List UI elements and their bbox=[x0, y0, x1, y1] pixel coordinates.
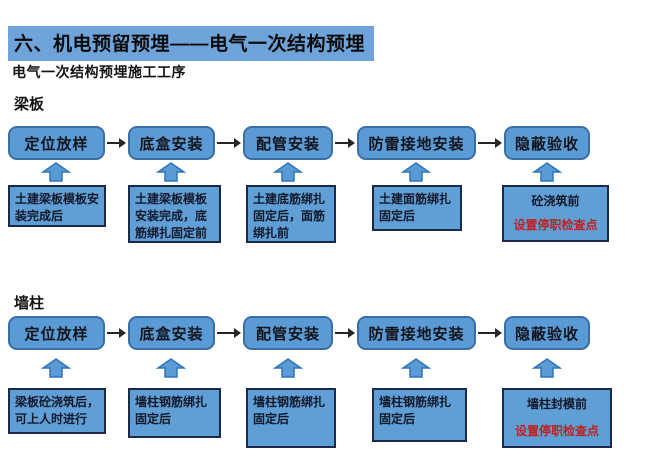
flow-step-box: 隐蔽验收 bbox=[504, 126, 590, 160]
up-arrow-icon bbox=[41, 358, 71, 378]
hold-point-text: 设置停职检查点 bbox=[513, 218, 598, 233]
right-arrow-icon bbox=[217, 137, 241, 149]
flow-step-box: 防雷接地安装 bbox=[357, 126, 476, 160]
up-arrow-icon bbox=[532, 162, 562, 182]
note-text: 墙柱钢筋绑扎固定后 bbox=[135, 395, 208, 426]
up-arrow-icon bbox=[41, 162, 71, 182]
hold-point-text: 设置停职检查点 bbox=[514, 424, 599, 439]
right-arrow-icon bbox=[478, 327, 502, 339]
note-box: 墙柱钢筋绑扎固定后 bbox=[128, 388, 221, 438]
note-box-hold-point: 砼浇筑前 设置停职检查点 bbox=[502, 185, 609, 242]
up-arrow-icon bbox=[401, 358, 431, 378]
note-text: 土建底筋绑扎固定后，面筋绑扎前 bbox=[253, 192, 326, 240]
note-box: 梁板砼浇筑后，可上人时进行 bbox=[8, 388, 106, 434]
note-text: 墙柱钢筋绑扎固定后 bbox=[253, 395, 326, 426]
note-box: 墙柱钢筋绑扎固定后 bbox=[246, 388, 336, 448]
section-label-liangban: 梁板 bbox=[14, 96, 45, 113]
flow-step-box: 配管安装 bbox=[243, 126, 333, 160]
note-box: 土建梁板模板安装完成后 bbox=[8, 185, 106, 227]
note-box: 土建梁板模板安装完成，底筋绑扎固定前 bbox=[128, 185, 221, 243]
section-label-qiangzhu: 墙柱 bbox=[14, 295, 45, 312]
note-text: 梁板砼浇筑后，可上人时进行 bbox=[15, 395, 100, 426]
note-text: 墙柱钢筋绑扎固定后 bbox=[379, 395, 452, 426]
note-box: 土建底筋绑扎固定后，面筋绑扎前 bbox=[246, 185, 336, 243]
right-arrow-icon bbox=[107, 137, 126, 149]
flow-step-box: 隐蔽验收 bbox=[504, 316, 590, 350]
note-text: 墙柱封模前 bbox=[526, 397, 587, 411]
right-arrow-icon bbox=[478, 137, 502, 149]
flow-step-box: 底盒安装 bbox=[128, 126, 215, 160]
note-box: 土建面筋绑扎固定后 bbox=[372, 185, 462, 231]
flow-step-box: 配管安装 bbox=[243, 316, 333, 350]
flow-step-box: 定位放样 bbox=[8, 316, 105, 350]
flow-step-box: 防雷接地安装 bbox=[357, 316, 476, 350]
note-text: 土建梁板模板安装完成，底筋绑扎固定前 bbox=[135, 192, 208, 240]
up-arrow-icon bbox=[273, 162, 303, 182]
up-arrow-icon bbox=[532, 358, 562, 378]
flow-step-box: 底盒安装 bbox=[128, 316, 215, 350]
right-arrow-icon bbox=[335, 137, 355, 149]
up-arrow-icon bbox=[401, 162, 431, 182]
note-text: 土建梁板模板安装完成后 bbox=[15, 192, 100, 223]
flow-step-box: 定位放样 bbox=[8, 126, 105, 160]
up-arrow-icon bbox=[273, 358, 303, 378]
right-arrow-icon bbox=[217, 327, 241, 339]
page-title: 六、机电预留预埋——电气一次结构预埋 bbox=[8, 26, 375, 61]
up-arrow-icon bbox=[156, 358, 186, 378]
up-arrow-icon bbox=[156, 162, 186, 182]
right-arrow-icon bbox=[335, 327, 355, 339]
note-box-hold-point: 墙柱封模前 设置停职检查点 bbox=[502, 388, 612, 448]
note-box: 墙柱钢筋绑扎固定后 bbox=[372, 388, 467, 442]
right-arrow-icon bbox=[107, 327, 126, 339]
subtitle: 电气一次结构预埋施工工序 bbox=[12, 64, 186, 80]
note-text: 砼浇筑前 bbox=[531, 194, 580, 208]
note-text: 土建面筋绑扎固定后 bbox=[379, 192, 452, 223]
